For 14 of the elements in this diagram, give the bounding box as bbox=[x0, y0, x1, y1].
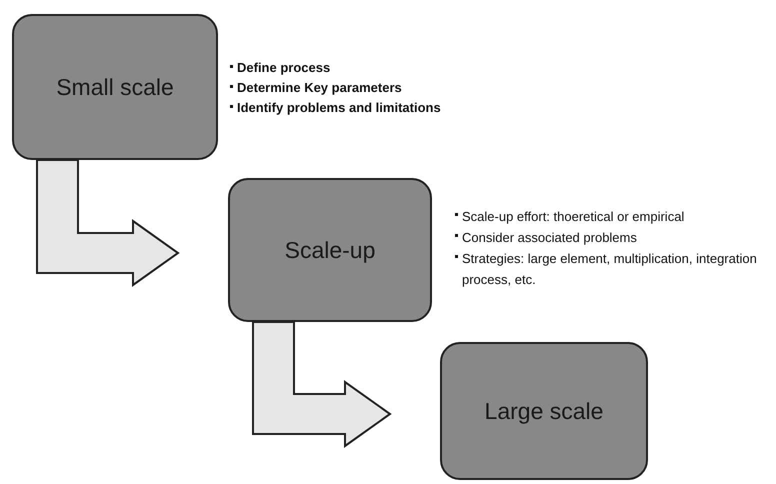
bullet-point: Strategies: large element, multiplication, integration process, etc. bbox=[455, 248, 771, 290]
bullet-point: Identify problems and limitations bbox=[230, 98, 530, 118]
bent-block-arrow bbox=[36, 159, 180, 287]
box-title: Small scale bbox=[56, 74, 174, 100]
process-box bbox=[12, 14, 218, 160]
bent-block-arrow bbox=[252, 321, 392, 448]
box-title: Large scale bbox=[484, 398, 604, 424]
box-title: Scale-up bbox=[284, 236, 376, 264]
process-box bbox=[228, 178, 432, 322]
bullet-point: Consider associated problems bbox=[455, 227, 771, 248]
process-box bbox=[440, 342, 648, 480]
bullet-point: Define process bbox=[230, 58, 530, 78]
bullet-point: Scale-up effort: thoeretical or empirical bbox=[455, 206, 771, 227]
bullet-point: Determine Key parameters bbox=[230, 78, 530, 98]
